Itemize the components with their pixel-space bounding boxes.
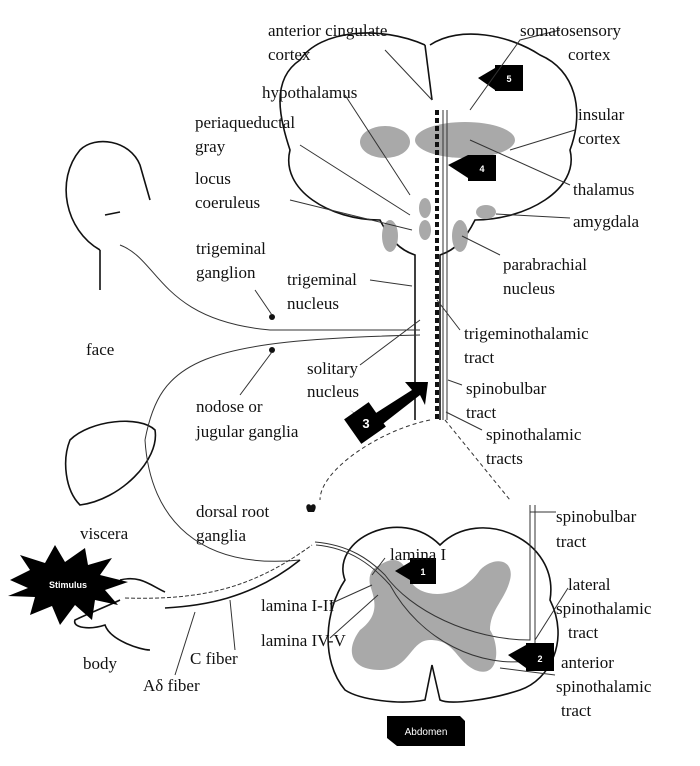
label-insular: insular (578, 105, 625, 124)
label-line: ganglia (196, 526, 246, 545)
label-trigeminal-ganglion: trigeminal (196, 239, 266, 258)
label-parabrachial: parabrachial (503, 255, 587, 274)
label-anterior-cingulate: anterior cingulate (268, 21, 387, 40)
arrow-3: 3 (344, 382, 428, 444)
label-line: gray (195, 137, 226, 156)
label-lamina-i: lamina I (390, 545, 447, 564)
label-amygdala: amygdala (573, 212, 640, 231)
spinal-cord-drawing (314, 505, 559, 703)
label-line: jugular ganglia (195, 422, 299, 441)
label-lamina-iv-v: lamina IV-V (261, 631, 347, 650)
stimulus-label: Stimulus (49, 580, 87, 590)
stimulus-burst: Stimulus (8, 545, 128, 625)
abdomen-badge: Abdomen (387, 716, 465, 746)
face-drawing (65, 140, 151, 290)
label-dorsal-root: dorsal root (196, 502, 269, 521)
label-line: coeruleus (195, 193, 260, 212)
label-a-delta-fiber: Aδ fiber (143, 676, 200, 695)
label-line: cortex (578, 129, 621, 148)
label-spinobulbar-lower: spinobulbar (556, 507, 637, 526)
label-line: 3 (362, 416, 369, 431)
label-line: 5 (506, 74, 511, 84)
label-line: cortex (268, 45, 311, 64)
arrow-4: 4 (448, 155, 496, 181)
label-anterior-spinothalamic: anterior (561, 653, 614, 672)
label-line: 2 (537, 654, 542, 664)
label-thalamus: thalamus (573, 180, 634, 199)
label-spinothalamic-tracts: spinothalamic (486, 425, 582, 444)
label-line: tract (561, 701, 591, 720)
arrow-1: 1 (395, 558, 436, 584)
label-line: spinothalamic (556, 599, 652, 618)
label-line: tract (466, 403, 496, 422)
body-drawing (74, 559, 301, 651)
label-spinobulbar-upper: spinobulbar (466, 379, 547, 398)
label-locus: locus (195, 169, 231, 188)
label-trigeminothalamic: trigeminothalamic (464, 324, 589, 343)
label-periaqueductal: periaqueductal (195, 113, 295, 132)
label-face: face (86, 340, 114, 359)
labels: anterior cingulate cortex somatosensory … (80, 21, 652, 720)
label-line: nucleus (287, 294, 339, 313)
viscera-drawing (64, 420, 157, 506)
label-lamina-i-ii: lamina I-II (261, 596, 334, 615)
label-lateral-spinothalamic: lateral (568, 575, 611, 594)
arrow-5: 5 (478, 65, 523, 91)
label-line: tract (464, 348, 494, 367)
label-line: spinothalamic (556, 677, 652, 696)
arrow-2: 2 (508, 643, 554, 671)
label-solitary: solitary (307, 359, 358, 378)
label-nodose: nodose or (196, 397, 263, 416)
label-line: nucleus (503, 279, 555, 298)
label-body: body (83, 654, 118, 673)
label-line: tract (568, 623, 598, 642)
label-viscera: viscera (80, 524, 129, 543)
label-line: 1 (420, 567, 425, 577)
label-line: cortex (568, 45, 611, 64)
label-line: tract (556, 532, 586, 551)
label-line: nucleus (307, 382, 359, 401)
label-line: ganglion (196, 263, 256, 282)
label-c-fiber: C fiber (190, 649, 238, 668)
label-line: Abdomen (405, 727, 448, 738)
label-somatosensory: somatosensory (520, 21, 622, 40)
label-trigeminal-nucleus: trigeminal (287, 270, 357, 289)
label-line: 4 (479, 164, 484, 174)
label-line: tracts (486, 449, 523, 468)
label-hypothalamus: hypothalamus (262, 83, 357, 102)
